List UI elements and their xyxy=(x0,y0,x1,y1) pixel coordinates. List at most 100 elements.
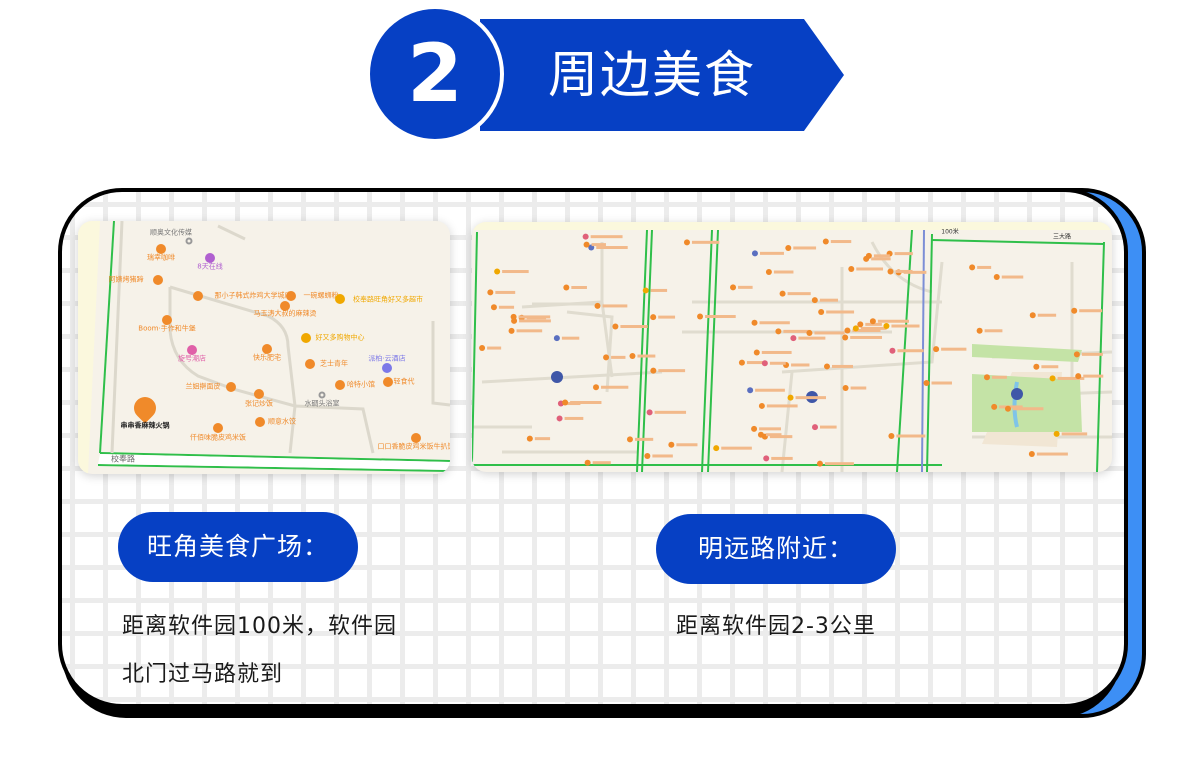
poi-icon[interactable] xyxy=(280,301,290,311)
location-pill-mingyuan: 明远路附近： xyxy=(656,514,896,584)
poi-icon xyxy=(889,347,896,354)
map-roads xyxy=(78,221,450,474)
poi-icon[interactable] xyxy=(411,433,421,443)
poi-label: 一碗螺蛳粉 xyxy=(303,291,339,300)
poi-icon xyxy=(1073,351,1080,358)
poi-icon[interactable] xyxy=(185,237,193,245)
poi-label-blur xyxy=(591,243,606,247)
poi-label-blur xyxy=(766,404,798,408)
poi-icon xyxy=(933,346,940,353)
poi-icon[interactable] xyxy=(187,345,197,355)
poi-icon[interactable] xyxy=(153,275,163,285)
poi-icon xyxy=(758,402,765,409)
poi-icon[interactable] xyxy=(383,377,393,387)
poi-label: 那小子韩式炸鸡大学城店 xyxy=(214,291,292,300)
poi-icon xyxy=(713,445,720,452)
poi-label-blur xyxy=(873,254,890,258)
poi-icon xyxy=(490,304,497,311)
poi-icon xyxy=(883,323,890,330)
poi-label-blur xyxy=(658,315,676,319)
poi-label: 哈特小馆 xyxy=(347,380,375,389)
poi-icon[interactable] xyxy=(286,291,296,301)
poi-label-blur xyxy=(896,434,926,438)
poi-icon xyxy=(1029,312,1036,319)
poi-label-blur xyxy=(850,335,883,339)
poi-label: 轻食代 xyxy=(393,377,415,386)
poi-label-blur xyxy=(590,235,623,239)
poi-label-blur xyxy=(793,246,817,250)
poi-icon[interactable] xyxy=(255,417,265,427)
poi-label-blur xyxy=(759,427,781,431)
poi-label-blur xyxy=(602,304,628,308)
poi-label: 芝士青年 xyxy=(320,359,348,368)
poi-label-blur xyxy=(894,252,913,256)
poi-label-blur xyxy=(1001,275,1024,279)
poi-label-blur xyxy=(1041,365,1059,369)
poi-label-blur xyxy=(830,240,852,244)
map-road-label: 三大路 xyxy=(1052,233,1072,241)
poi-label: 张记炒饭 xyxy=(245,399,273,408)
poi-label-blur xyxy=(931,381,952,385)
location-description: 距离软件园100米，软件园 xyxy=(122,614,397,639)
poi-label-blur xyxy=(831,364,854,368)
poi-label-blur xyxy=(721,446,752,450)
poi-icon xyxy=(583,241,590,248)
poi-icon xyxy=(582,233,589,240)
poi-label-blur xyxy=(1061,432,1088,436)
poi-icon[interactable] xyxy=(205,253,215,263)
poi-icon xyxy=(644,452,651,459)
poi-label-blur xyxy=(773,270,794,274)
poi-icon xyxy=(887,268,894,275)
poi-icon[interactable] xyxy=(213,423,223,433)
poi-label-blur xyxy=(897,349,924,353)
poi-label-blur xyxy=(637,354,656,358)
poi-icon xyxy=(668,441,675,448)
poi-icon xyxy=(646,409,653,416)
poi-label-blur xyxy=(771,456,793,460)
poi-label-blur xyxy=(769,361,786,365)
poi-label-blur xyxy=(652,454,673,458)
poi-icon xyxy=(1049,375,1056,382)
poi-label-blur xyxy=(791,363,810,367)
section-banner xyxy=(480,19,844,131)
poi-icon[interactable] xyxy=(318,391,326,399)
poi-label-blur xyxy=(999,405,1023,409)
poi-icon xyxy=(553,335,560,342)
poi-label-blur xyxy=(654,410,687,414)
poi-icon[interactable] xyxy=(162,315,172,325)
poi-icon[interactable] xyxy=(382,363,392,373)
poi-icon[interactable] xyxy=(301,333,311,343)
poi-icon xyxy=(779,290,786,297)
poi-icon xyxy=(983,374,990,381)
map-mingyuan[interactable]: 100米 三大路 xyxy=(472,222,1112,472)
poi-icon[interactable] xyxy=(156,244,166,254)
poi-label-blur xyxy=(519,319,551,323)
poi-label-blur xyxy=(487,346,502,350)
poi-label-blur xyxy=(877,319,909,323)
poi-icon[interactable] xyxy=(254,389,264,399)
poi-icon[interactable] xyxy=(335,380,345,390)
poi-label-blur xyxy=(819,298,839,302)
location-description-line2: 北门过马路就到 xyxy=(122,662,284,687)
poi-label-blur xyxy=(769,435,793,439)
poi-icon xyxy=(816,460,823,467)
poi-label-blur xyxy=(759,321,790,325)
poi-label-blur xyxy=(596,246,628,250)
poi-icon xyxy=(1071,307,1078,314)
poi-label-blur xyxy=(516,329,543,333)
poi-icon xyxy=(1004,405,1011,412)
poi-icon xyxy=(747,387,754,394)
poi-icon[interactable] xyxy=(193,291,203,301)
poi-icon xyxy=(650,367,657,374)
section-number: 2 xyxy=(407,27,463,120)
poi-icon xyxy=(526,435,533,442)
poi-label: 8天在线 xyxy=(197,262,223,271)
poi-icon[interactable] xyxy=(305,359,315,369)
poi-label-blur xyxy=(759,251,784,255)
poi-label-blur xyxy=(1036,452,1068,456)
poi-icon[interactable] xyxy=(262,344,272,354)
poi-icon[interactable] xyxy=(335,294,345,304)
poi-icon[interactable] xyxy=(226,382,236,392)
poi-label-blur xyxy=(850,386,867,390)
